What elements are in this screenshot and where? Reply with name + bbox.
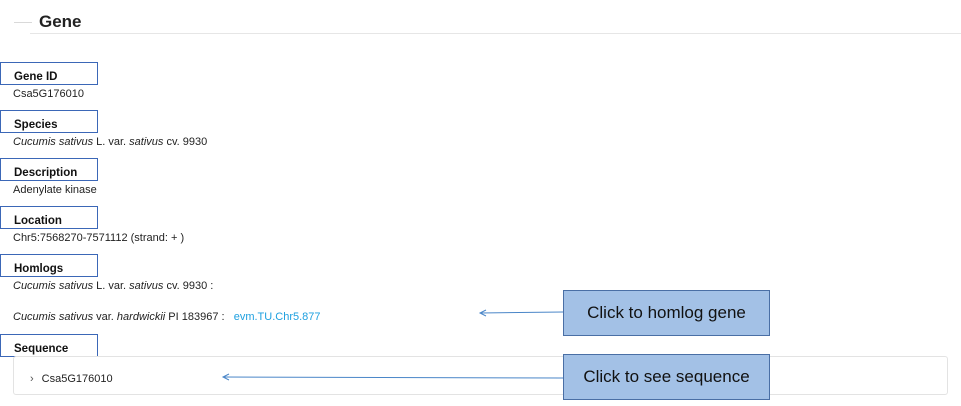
description-value: Adenylate kinase <box>13 184 97 196</box>
chevron-right-icon: › <box>30 373 34 385</box>
section-title: Gene <box>39 12 82 31</box>
sequence-collapse-panel[interactable]: › Csa5G176010 <box>13 356 948 395</box>
location-label: Location <box>0 206 98 229</box>
header-divider-left <box>14 22 32 23</box>
homlog-row-2: Cucumis sativus var. hardwickii PI 18396… <box>13 311 321 323</box>
sequence-arrowhead <box>221 373 230 381</box>
gene-id-value: Csa5G176010 <box>13 88 84 100</box>
species-label: Species <box>0 110 98 133</box>
description-label: Description <box>0 158 98 181</box>
sequence-expand-toggle[interactable]: › Csa5G176010 <box>30 373 113 385</box>
homlog-callout: Click to homlog gene <box>563 290 770 336</box>
homlog-arrow <box>479 311 564 314</box>
homlogs-label: Homlogs <box>0 254 98 277</box>
sequence-callout: Click to see sequence <box>563 354 770 400</box>
location-value: Chr5:7568270-7571112 (strand: + ) <box>13 232 185 244</box>
species-value: Cucumis sativus L. var. sativus cv. 9930 <box>13 136 208 148</box>
gene-id-label: Gene ID <box>0 62 98 85</box>
homlog-gene-link[interactable]: evm.TU.Chr5.877 <box>233 311 321 323</box>
sequence-item-label: Csa5G176010 <box>41 373 113 385</box>
sequence-arrow <box>222 376 564 379</box>
homlog-arrowhead <box>478 309 487 317</box>
header-divider <box>30 33 961 34</box>
homlog-row-1: Cucumis sativus L. var. sativus cv. 9930… <box>13 280 214 292</box>
